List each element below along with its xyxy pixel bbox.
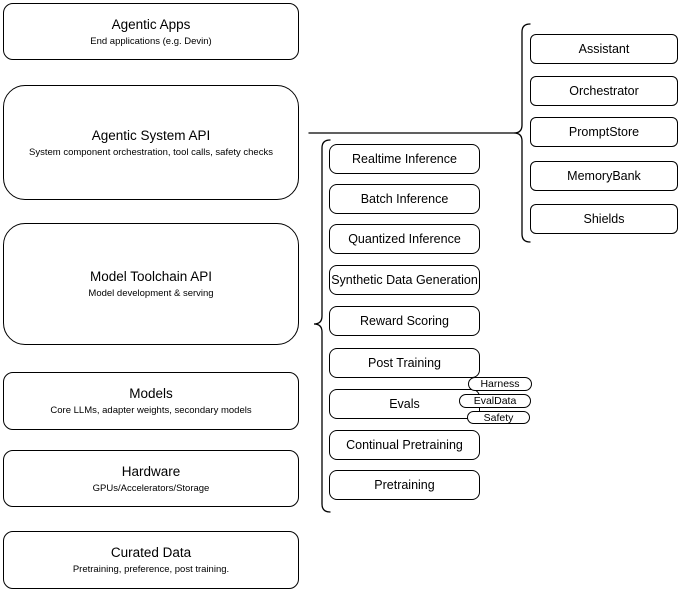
- node-shields: Shields: [530, 204, 678, 234]
- node-post-training: Post Training: [329, 348, 480, 378]
- node-title: Agentic Apps: [111, 16, 191, 32]
- node-assistant: Assistant: [530, 34, 678, 64]
- node-subtitle: GPUs/Accelerators/Storage: [92, 482, 210, 494]
- node-models: Models Core LLMs, adapter weights, secon…: [3, 372, 299, 430]
- node-agentic-system-api: Agentic System API System component orch…: [3, 85, 299, 200]
- node-title: Hardware: [121, 463, 181, 479]
- node-pretraining: Pretraining: [329, 470, 480, 500]
- node-curated-data: Curated Data Pretraining, preference, po…: [3, 531, 299, 589]
- components-brace: [513, 23, 531, 243]
- toolchain-brace: [313, 139, 331, 513]
- node-quantized-inference: Quantized Inference: [329, 224, 480, 254]
- node-realtime-inference: Realtime Inference: [329, 144, 480, 174]
- node-title: Model Toolchain API: [89, 269, 213, 284]
- node-title: Models: [129, 386, 173, 401]
- node-continual-pretraining: Continual Pretraining: [329, 430, 480, 460]
- node-batch-inference: Batch Inference: [329, 184, 480, 214]
- tag-evaldata: EvalData: [459, 394, 531, 408]
- node-title: Agentic System API: [91, 127, 211, 143]
- node-hardware: Hardware GPUs/Accelerators/Storage: [3, 450, 299, 507]
- node-subtitle: Core LLMs, adapter weights, secondary mo…: [50, 405, 252, 416]
- node-memorybank: MemoryBank: [530, 161, 678, 191]
- node-subtitle: Pretraining, preference, post training.: [72, 564, 230, 575]
- tag-safety: Safety: [467, 411, 530, 424]
- node-promptstore: PromptStore: [530, 117, 678, 147]
- node-orchestrator: Orchestrator: [530, 76, 678, 106]
- node-subtitle: End applications (e.g. Devin): [90, 35, 212, 47]
- node-synthetic-data-generation: Synthetic Data Generation: [329, 265, 480, 295]
- node-model-toolchain-api: Model Toolchain API Model development & …: [3, 223, 299, 345]
- node-reward-scoring: Reward Scoring: [329, 306, 480, 336]
- node-agentic-apps: Agentic Apps End applications (e.g. Devi…: [3, 3, 299, 60]
- node-subtitle: Model development & serving: [88, 288, 214, 299]
- node-title: Curated Data: [110, 545, 192, 560]
- node-subtitle: System component orchestration, tool cal…: [29, 146, 273, 158]
- node-evals: Evals: [329, 389, 480, 419]
- tag-harness: Harness: [468, 377, 532, 391]
